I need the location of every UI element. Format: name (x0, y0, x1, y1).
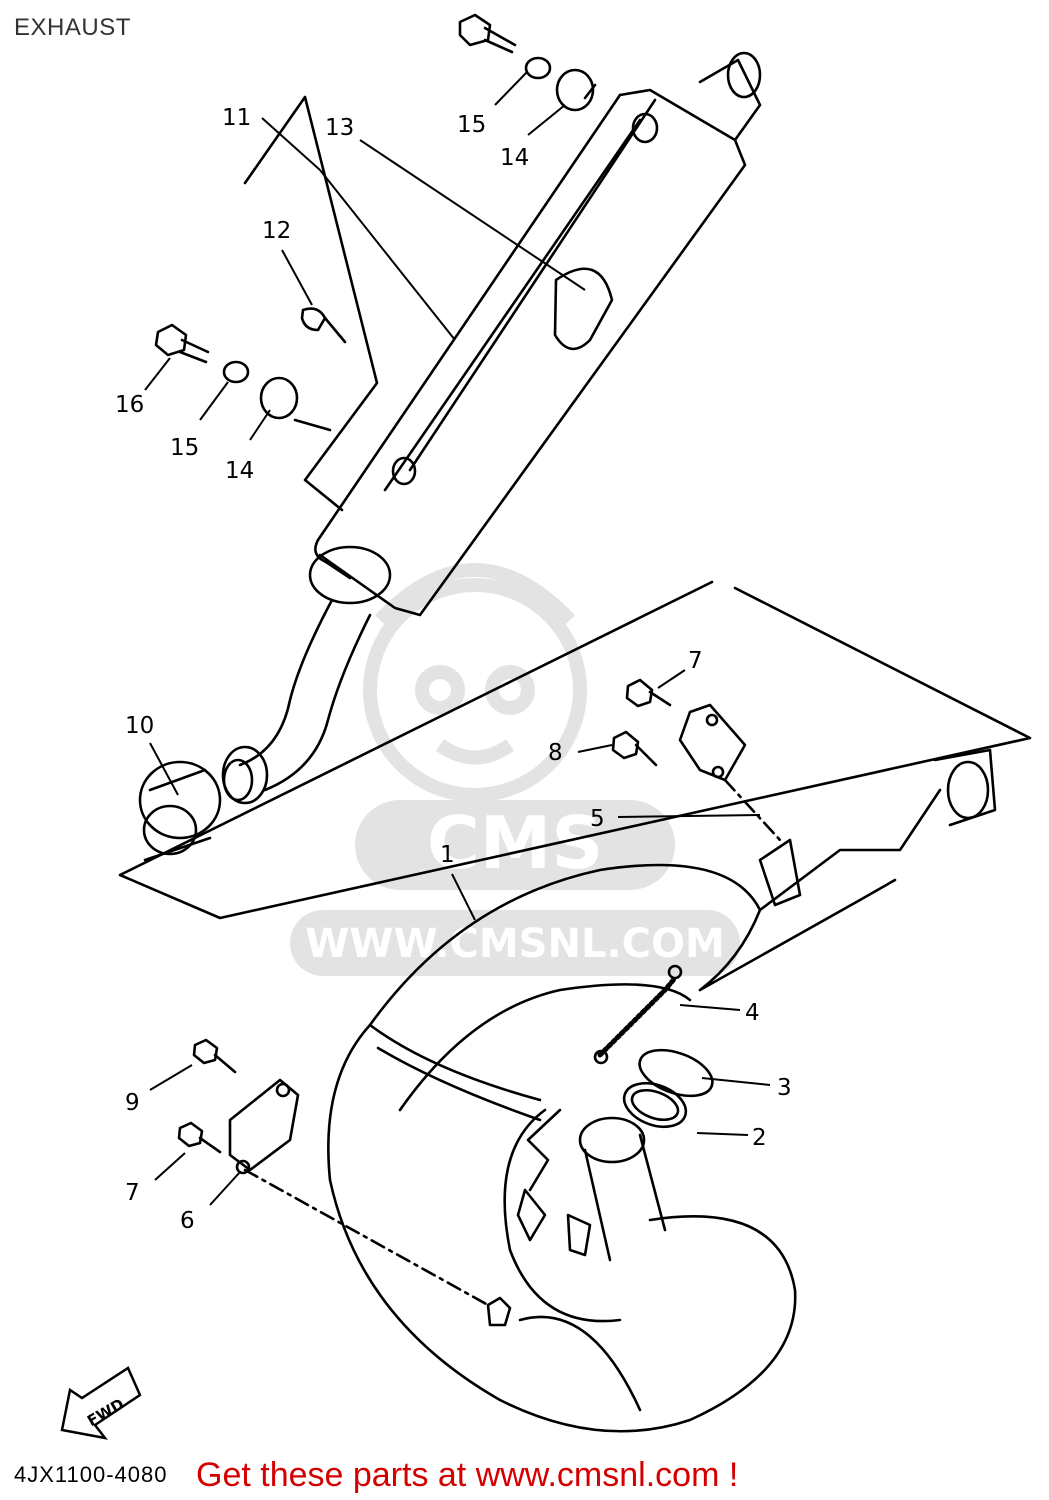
exhaust-pipe (327, 748, 997, 1433)
mounting-hardware-top (458, 13, 595, 112)
bracket-6 (228, 1078, 300, 1172)
forward-arrow-icon (60, 1366, 142, 1440)
mounting-hardware-left (154, 307, 347, 420)
callouts: 1 2 3 4 5 6 7 7 8 9 10 11 12 13 14 14 15… (115, 105, 792, 1234)
gasket-2 (622, 1081, 688, 1129)
cms-parts-link[interactable]: Get these parts at www.cmsnl.com ! (196, 1456, 739, 1494)
callout-9: 9 (125, 1090, 140, 1116)
watermark-brand: CMS (427, 801, 603, 885)
reference-line-2 (526, 1108, 562, 1192)
watermark-hair (374, 563, 576, 625)
watermark-eye-right (485, 665, 535, 715)
callout-15-lower: 15 (170, 435, 199, 461)
watermark-mouth (435, 739, 515, 765)
callout-14-lower: 14 (225, 458, 254, 484)
muffler-damper-plate (553, 267, 614, 351)
drawing-code: 4JX1100-4080 (14, 1462, 168, 1487)
watermark-brand-pill (355, 800, 675, 890)
callout-12: 12 (262, 218, 291, 244)
callout-leaders (144, 71, 771, 1206)
callout-6: 6 (180, 1208, 195, 1234)
callout-13: 13 (325, 115, 354, 141)
forward-direction-badge: FWD (60, 1366, 142, 1440)
callout-11: 11 (222, 105, 251, 131)
watermark-face-outline (363, 578, 587, 802)
muffler-group-bracket (243, 95, 379, 512)
callout-5: 5 (590, 806, 605, 832)
stud-fastener (486, 1296, 512, 1327)
callout-15-upper: 15 (457, 112, 486, 138)
cms-watermark (363, 563, 587, 802)
exhaust-spring (597, 975, 678, 1058)
callout-1: 1 (440, 842, 455, 868)
o-ring-3 (638, 1048, 714, 1098)
page-title: EXHAUST (14, 14, 131, 41)
callout-7-upper: 7 (688, 648, 703, 674)
muffler-tailpipe (698, 58, 762, 142)
leader-14a-tip (583, 83, 597, 100)
watermark-url-pill (290, 910, 740, 976)
watermark-url: WWW.CMSNL.COM (305, 921, 725, 967)
mounting-hardware-bolts (177, 678, 672, 1154)
subassembly-outline (118, 580, 1032, 920)
callout-3: 3 (777, 1075, 792, 1101)
callout-14-upper: 14 (500, 145, 529, 171)
spring-hook-bottom (593, 1049, 609, 1065)
exhaust-gasket-10 (138, 760, 222, 862)
exhaust-pipe-bracket (758, 838, 802, 907)
leader-14b-tip (293, 418, 332, 432)
spring-hook-top (667, 964, 683, 980)
callout-16: 16 (115, 392, 144, 418)
cms-watermark-text: CMS WWW.CMSNL.COM (290, 800, 740, 976)
callout-7-lower: 7 (125, 1180, 140, 1206)
callout-10: 10 (125, 713, 154, 739)
reference-line-5 (723, 778, 782, 842)
watermark-eye-left (415, 665, 465, 715)
callout-8: 8 (548, 740, 563, 766)
callout-2: 2 (752, 1125, 767, 1151)
muffler (308, 51, 762, 617)
reference-line-6 (243, 1168, 490, 1307)
muffler-inlet-pipe (221, 598, 372, 805)
callout-4: 4 (745, 1000, 760, 1026)
